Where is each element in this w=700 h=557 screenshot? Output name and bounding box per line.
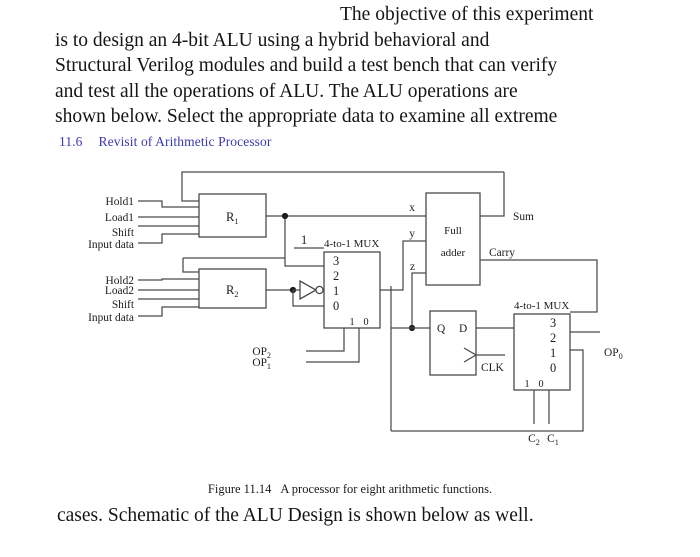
intro-line-5: shown below. Select the appropriate data… bbox=[55, 106, 558, 128]
label-shift1: Shift bbox=[112, 227, 135, 239]
mux2-title: 4-to-1 MUX bbox=[514, 300, 569, 312]
inverter-triangle-icon bbox=[299, 279, 318, 301]
label-constant-one: 1 bbox=[301, 233, 307, 247]
intro-line-2: is to design an 4-bit ALU using a hybrid… bbox=[55, 29, 490, 51]
wire-r2-out-to-mux1-in0 bbox=[292, 290, 324, 307]
mux1-select-1: 1 bbox=[349, 317, 354, 328]
wire-hold2 bbox=[138, 278, 199, 281]
wire-group bbox=[138, 171, 600, 432]
wire-sum-output bbox=[480, 172, 505, 217]
label-load1: Load1 bbox=[105, 212, 134, 224]
flipflop-clk-label: CLK bbox=[481, 362, 505, 374]
mux1-box bbox=[323, 251, 381, 329]
register2-box bbox=[198, 268, 267, 309]
figure-caption-text: A processor for eight arithmetic functio… bbox=[280, 482, 493, 496]
label-load2: Load2 bbox=[105, 285, 134, 297]
mux1-input-2: 2 bbox=[333, 269, 339, 283]
label-group: Hold1 Load1 Shift Input data Hold2 Load2… bbox=[88, 196, 623, 447]
mux1-input-1: 1 bbox=[333, 284, 339, 298]
wire-input-data1 bbox=[138, 233, 199, 244]
inverter-bubble-icon bbox=[315, 285, 324, 295]
label-hold2: Hold2 bbox=[106, 275, 135, 287]
wire-sum-feedback-to-r1 bbox=[181, 171, 504, 202]
mux2-select-0: 0 bbox=[538, 379, 543, 390]
label-adder-y: y bbox=[409, 228, 415, 240]
mux2-input-2: 2 bbox=[550, 331, 556, 345]
wire-z-into-adder bbox=[411, 272, 426, 328]
mux1-select-0: 0 bbox=[363, 317, 368, 328]
mux1-title: 4-to-1 MUX bbox=[324, 238, 379, 250]
figure-caption: Figure 11.14 A processor for eight arithm… bbox=[0, 482, 700, 497]
mux1-input-3: 3 bbox=[333, 254, 339, 268]
register1-box bbox=[198, 193, 267, 238]
label-input-data1: Input data bbox=[88, 239, 134, 251]
wire-mux1-out-to-adder-y bbox=[380, 240, 426, 291]
flipflop-box bbox=[429, 310, 477, 376]
intro-line-1: The objective of this experiment bbox=[340, 4, 594, 25]
wire-mux1-sel0-to-op1 bbox=[306, 328, 360, 363]
mux2-box bbox=[513, 313, 571, 391]
closing-paragraph: cases. Schematic of the ALU Design is sh… bbox=[57, 505, 534, 526]
label-c1: C1 bbox=[547, 433, 559, 447]
full-adder-label-line2: adder bbox=[441, 247, 466, 259]
register1-label: R1 bbox=[226, 210, 239, 226]
wire-carry-to-mux2-in3 bbox=[480, 259, 598, 313]
wire-r2-feedback bbox=[182, 258, 199, 273]
label-input-data2: Input data bbox=[88, 312, 134, 324]
mux2-select-1: 1 bbox=[524, 379, 529, 390]
intro-paragraph: The objective of this experiment is to d… bbox=[55, 2, 659, 130]
label-op1: OP1 bbox=[252, 357, 271, 371]
label-adder-x: x bbox=[409, 202, 415, 214]
mux2-input-0: 0 bbox=[550, 361, 556, 375]
label-adder-z: z bbox=[410, 261, 415, 273]
arithmetic-processor-schematic: Hold1 Load1 Shift Input data Hold2 Load2… bbox=[88, 171, 623, 447]
register2-label: R2 bbox=[226, 283, 239, 299]
section-number: 11.6 bbox=[59, 134, 83, 149]
flipflop-d-label: D bbox=[459, 323, 467, 335]
label-op0: OP0 bbox=[604, 347, 623, 361]
label-op2: OP2 bbox=[252, 346, 271, 360]
mux2-input-3: 3 bbox=[550, 316, 556, 330]
label-shift2: Shift bbox=[112, 299, 135, 311]
wire-hold1 bbox=[138, 200, 199, 208]
flipflop-q-label: Q bbox=[437, 323, 446, 335]
wire-mux2-in1-feedback bbox=[391, 349, 584, 432]
wire-r1-out-to-mux1-in2 bbox=[284, 216, 324, 267]
intro-line-4: and test all the operations of ALU. The … bbox=[55, 80, 518, 102]
wire-input-data2 bbox=[138, 306, 199, 317]
section-title: Revisit of Arithmetic Processor bbox=[98, 134, 272, 149]
section-heading[interactable]: 11.6 Revisit of Arithmetic Processor bbox=[59, 134, 271, 150]
figure-caption-label: Figure 11.14 bbox=[207, 482, 272, 496]
label-sum: Sum bbox=[513, 211, 534, 223]
intro-line-3: Structural Verilog modules and build a t… bbox=[55, 55, 558, 77]
label-hold1: Hold1 bbox=[106, 196, 135, 208]
mux1-input-0: 0 bbox=[333, 299, 339, 313]
wire-mux1-sel1-to-op2 bbox=[306, 328, 345, 352]
junction-dot-r1-out bbox=[281, 212, 289, 220]
figure-schematic: Hold1 Load1 Shift Input data Hold2 Load2… bbox=[0, 160, 700, 470]
label-c2: C2 bbox=[528, 433, 540, 447]
full-adder-box bbox=[425, 192, 481, 286]
full-adder-label-line1: Full bbox=[444, 225, 462, 237]
mux2-input-1: 1 bbox=[550, 346, 556, 360]
label-carry: Carry bbox=[489, 247, 515, 259]
